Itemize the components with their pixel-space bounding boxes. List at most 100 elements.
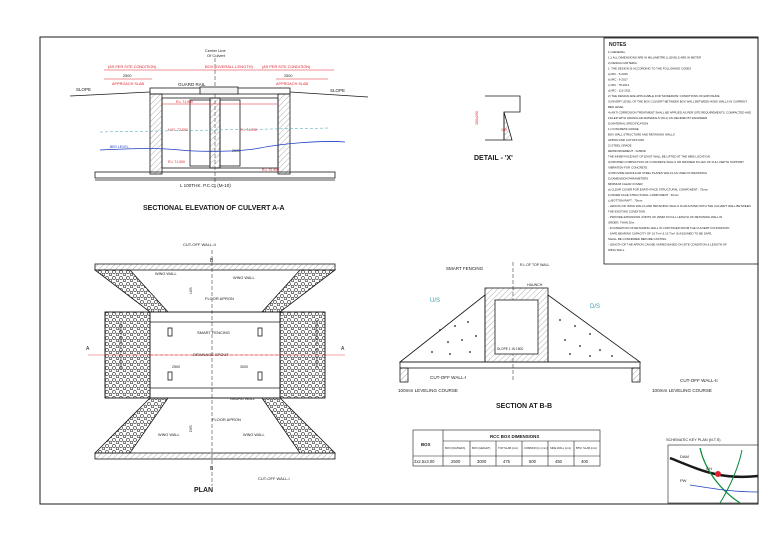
- note-line: - FOUNDATION OF RETAINING WALL IS CONTIN…: [608, 226, 729, 230]
- bb-haunch: HAUNCH: [527, 283, 543, 287]
- wing-wall-bl: [94, 397, 169, 454]
- wing-wall-br-label: WING WALL: [243, 433, 265, 437]
- table-col-header: BOX (HEIGHT): [472, 446, 490, 450]
- table-group-header: RCC BOX DIMENSIONS: [490, 434, 539, 439]
- notes-heading: NOTES: [609, 42, 627, 48]
- note-line: 3) INVERT LEVEL OF THE BOX CULVERT BETWE…: [608, 100, 747, 104]
- wing-wall-tl: [93, 269, 169, 313]
- bb-slope-left: [398, 294, 486, 363]
- cutoff-bottom-label: CUT-OFF WALL-I: [258, 476, 290, 481]
- detail-dim-small: 150: [501, 128, 507, 132]
- note-line: FILLED WITH GRANULAR MATERIALS (FILL) AS…: [608, 116, 707, 120]
- table-cell: 400: [581, 459, 589, 464]
- table-cell: 2x2.5x3.00: [414, 459, 435, 464]
- cutoff-top-label: CUT-OFF WALL-II: [183, 242, 216, 247]
- site-condition-left: (AS PER SITE CONDITION): [108, 65, 157, 69]
- reinforcement-mark: [431, 351, 433, 353]
- note-line: REINFORCEMENT : Fe500D: [608, 149, 646, 153]
- note-line: BOX WALL STRUCTURE AND RETAINING WALLS: [608, 133, 675, 137]
- reinforcement-mark: [454, 325, 456, 327]
- bb-cutoff-left: [399, 367, 409, 383]
- right-wall: [277, 93, 291, 175]
- plan-view: CUT-OFF WALL-II WING WALL WING WALL FLOO…: [86, 242, 345, 494]
- slope-line-left: [69, 91, 151, 97]
- table-col-header: BTM. SLAB (mm): [576, 446, 597, 450]
- rl1-label: R.L 71.900: [176, 100, 193, 104]
- note-line: b) INNER FACE STRUCTURAL COMPONENT : 40m…: [608, 193, 679, 197]
- dim-right: 2500: [284, 74, 292, 78]
- bed-level-label: BED LEVEL: [110, 145, 129, 149]
- plan-dim-b: 3000: [240, 365, 248, 369]
- reinforcement-mark: [461, 339, 463, 341]
- reinforcement-mark: [469, 351, 471, 353]
- section-b-bottom: B: [210, 466, 214, 472]
- approach-slab-right: APPROACH SLAB: [276, 82, 309, 86]
- note-line: 4) ANTI CORROSION TREATMENT SHALL BE APP…: [608, 111, 751, 115]
- rl2-label: R.L 74.250: [240, 128, 257, 132]
- pcc-label: L 100THK. P.C.C. (M-10): [180, 183, 231, 188]
- slope-line-right: [289, 91, 369, 98]
- slope-left-label: SLOPE: [76, 87, 91, 92]
- smart-fencing-label: SMART FENCING: [197, 330, 230, 335]
- detail-x: 100x200 150 DETAIL - 'X': [474, 95, 521, 162]
- table-cell: 450: [555, 459, 563, 464]
- guard-rail-label: GUARD RAIL: [178, 82, 206, 87]
- table-col-header: COMMON (L) (mm): [524, 446, 548, 450]
- note-line: 2) DESIGN CRITERIA: [608, 61, 637, 65]
- wing-wall-br: [261, 397, 336, 454]
- detail-dim-vertical: 100x200: [475, 111, 479, 125]
- bed-level-line: [99, 141, 346, 152]
- bb-leveling-left: 100mm LEVELING COURSE: [398, 388, 458, 393]
- keyplan-label: PW: [680, 478, 687, 483]
- reinforcement-mark: [447, 341, 449, 343]
- section-b-top: B: [210, 258, 214, 264]
- note-line: APRON AND CUTOFF M20: [608, 138, 644, 142]
- note-line: 1) GENERAL: [608, 50, 626, 54]
- note-line: VIBRATION FOR CONCRETE: [608, 166, 647, 170]
- foundation-raft: [94, 171, 336, 179]
- note-line: 5) MATERIAL SPECIFICATION: [608, 122, 648, 126]
- dimension-table: BOX RCC BOX DIMENSIONS BOX (DIA/Width) BO…: [412, 429, 601, 467]
- wing-wall-tr-label: WING WALL: [233, 276, 255, 280]
- apron-left-label: 300mm THK. FLOOR APRON: [119, 322, 123, 370]
- note-line: a) CLEAR COVER FOR EARTH FACE STRUCTURAL…: [608, 188, 709, 192]
- left-wall: [149, 93, 163, 175]
- drainage-spout-label: DRAINAGE SPOUT: [193, 352, 229, 357]
- note-line: b) IRC : 6-2017: [608, 78, 628, 82]
- bb-reinforcement-marks: [431, 319, 613, 357]
- bb-smart-fencing: SMART FENCING: [446, 266, 484, 271]
- table-col-header: BOX (DIA/Width): [445, 446, 465, 450]
- note-line: 2) THE DESIGN ARE APPLICABLE FOR 'MODERA…: [608, 94, 720, 98]
- note-line: c) BOTTOM RAFT : 75mm: [608, 199, 643, 203]
- note-line: - LENGTH OF THE APRON CAN BE VARIED BASE…: [608, 243, 727, 247]
- table-box-header: BOX: [421, 442, 431, 447]
- reinforcement-mark: [475, 335, 477, 337]
- approach-slab-left: APPROACH SLAB: [112, 82, 145, 86]
- bb-us-label: U/S: [430, 298, 440, 304]
- bb-leveling-right: 100mm LEVELING COURSE: [652, 388, 712, 393]
- reinforcement-mark: [559, 319, 561, 321]
- section-bb: SMART FENCING R.L OF TOP WALL U/S D/S HA…: [398, 262, 718, 410]
- plan-dim-a: 2500: [172, 365, 180, 369]
- keyplan-label: DAM: [680, 454, 689, 459]
- keyplan-title: SCHEMATIC KEY PLAN (N.T.S): [666, 438, 721, 442]
- sectional-elevation: Center Line Of Culvert BOX (OVERALL LENG…: [69, 48, 369, 212]
- note-line: WING WALL: [608, 248, 625, 252]
- reinforcement-mark: [579, 345, 581, 347]
- cutoff-wall-top: [94, 263, 336, 271]
- note-line: 4) PROVIDE GRANULAR STEEL PLATES WALLS A…: [608, 171, 707, 175]
- detail-x-profile: [485, 95, 521, 141]
- bb-cutoff-left-label: CUT-OFF WALL-I: [430, 375, 466, 380]
- note-line: - SAFE BEARING CAPACITY OF 10 T/m² & 15 …: [608, 232, 712, 236]
- site-condition-right: (AS PER SITE CONDITION): [262, 65, 311, 69]
- of-culvert-label: Of Culvert: [207, 53, 226, 58]
- middle-wall: [209, 97, 221, 169]
- bb-ds-label: D/S: [590, 304, 600, 310]
- apron-right-label: 300mm THK. FLOOR APRON: [315, 320, 319, 368]
- note-line: SHALL BE CONFIRMED BEFORE CASTING: [608, 237, 667, 241]
